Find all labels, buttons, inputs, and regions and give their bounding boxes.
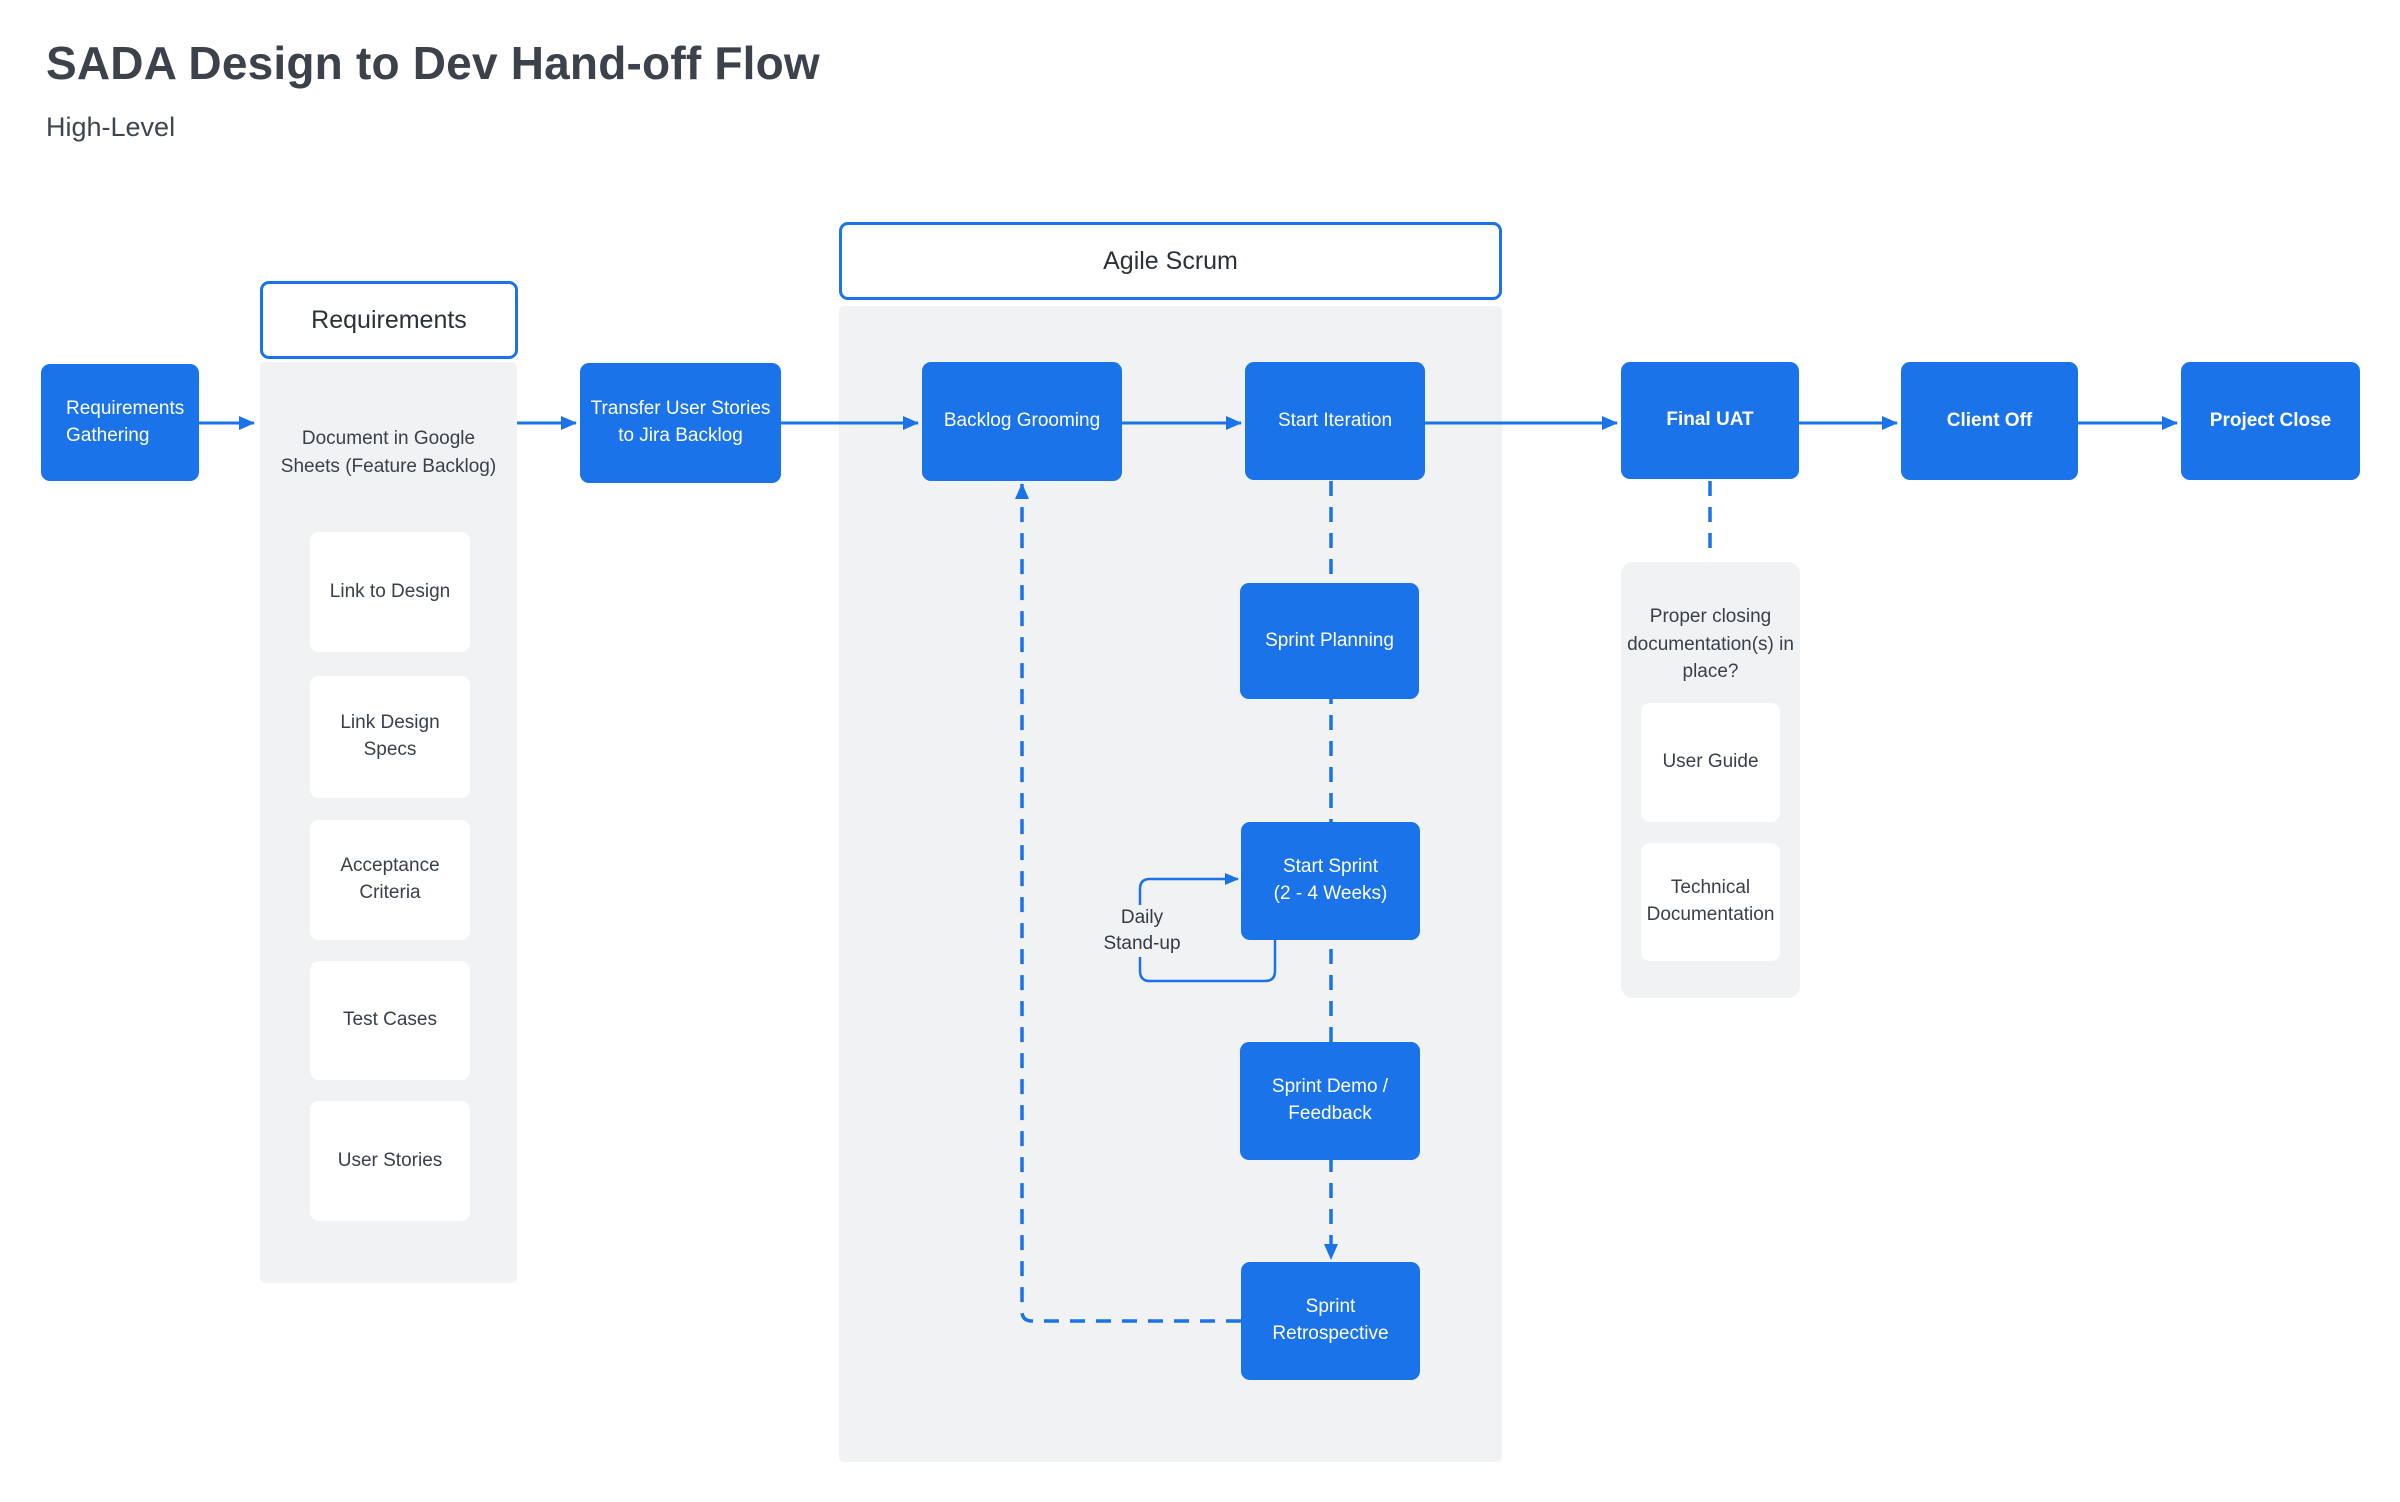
card-test-cases: Test Cases <box>310 961 470 1080</box>
requirements-section-header: Requirements <box>260 281 518 359</box>
node-final-uat: Final UAT <box>1621 362 1799 479</box>
agile-scrum-section-title: Agile Scrum <box>1103 246 1238 275</box>
node-start-sprint: Start Sprint(2 - 4 Weeks) <box>1241 822 1420 940</box>
node-sprint-planning: Sprint Planning <box>1240 583 1419 699</box>
card-user-guide: User Guide <box>1641 703 1780 822</box>
node-client-off: Client Off <box>1901 362 2078 480</box>
card-user-stories: User Stories <box>310 1101 470 1221</box>
node-backlog-grooming: Backlog Grooming <box>922 362 1122 481</box>
node-project-close: Project Close <box>2181 362 2360 480</box>
node-start-iteration: Start Iteration <box>1245 362 1425 480</box>
node-sprint-demo-feedback: Sprint Demo /Feedback <box>1240 1042 1420 1160</box>
agile-scrum-section-header: Agile Scrum <box>839 222 1502 300</box>
page-title: SADA Design to Dev Hand-off Flow <box>46 37 820 89</box>
requirements-section-title: Requirements <box>311 305 467 334</box>
page-subtitle: High-Level <box>46 112 176 142</box>
card-link-to-design: Link to Design <box>310 532 470 652</box>
